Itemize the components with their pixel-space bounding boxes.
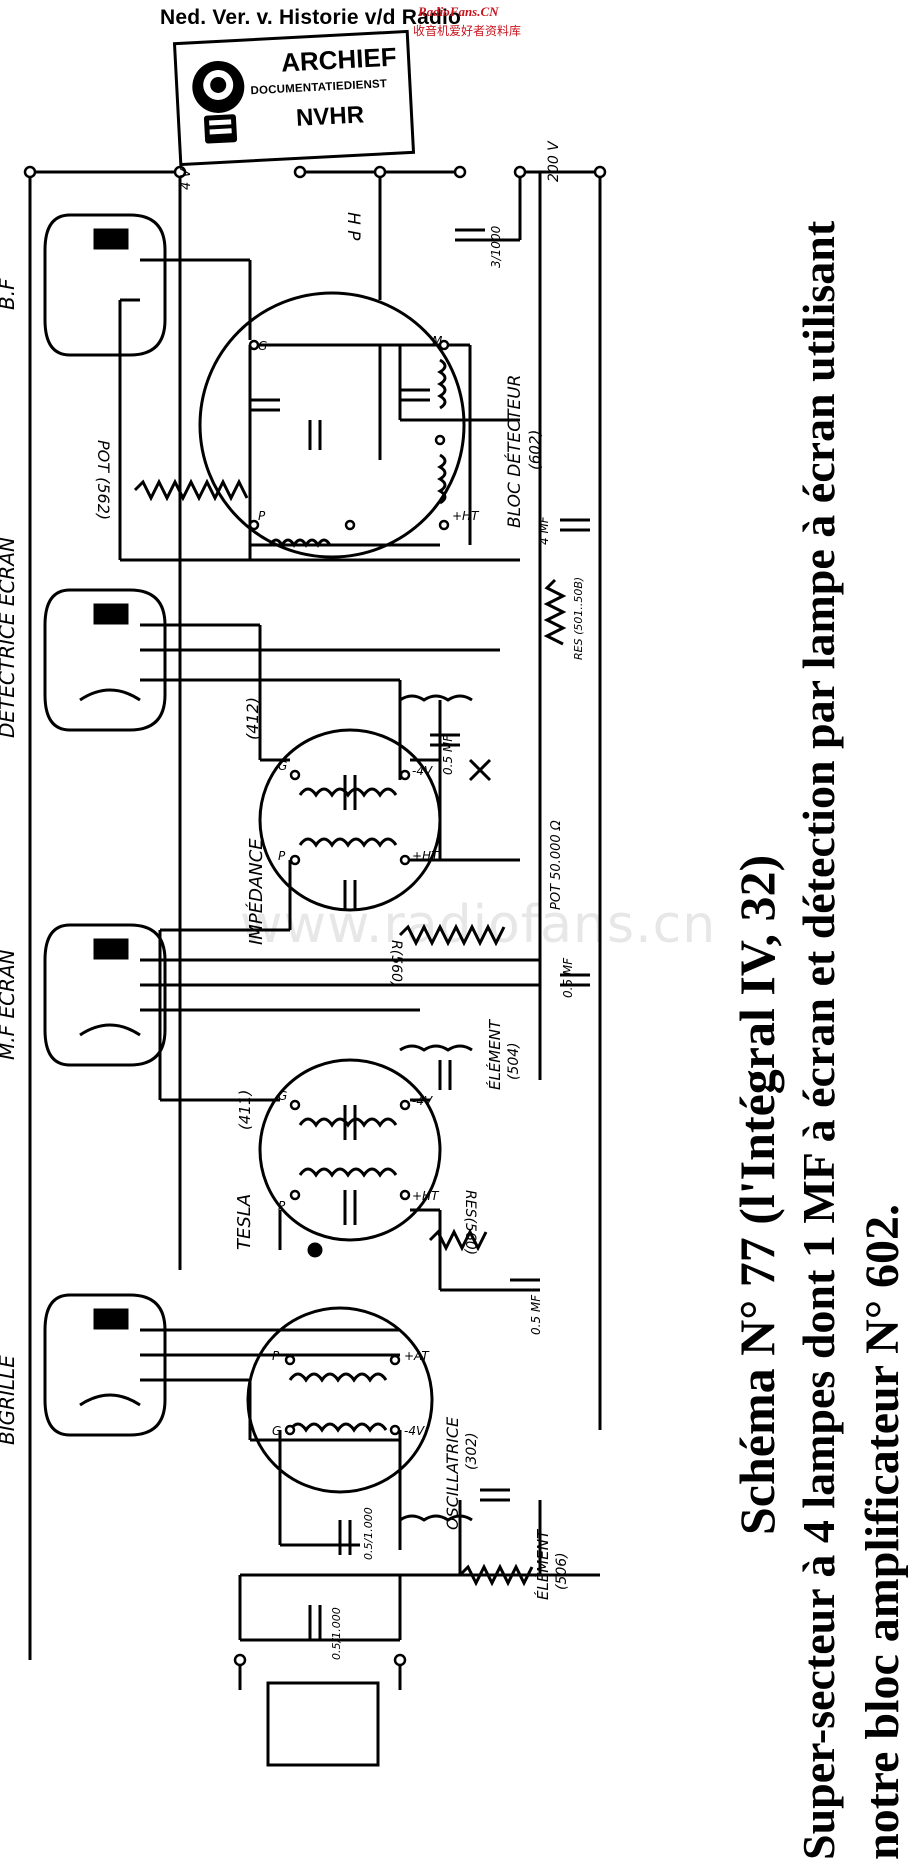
label-res-bias: RES (501..50B) [572,577,585,660]
pin-g-2: G [278,759,287,773]
pin-4v-3: -4V [412,1094,433,1108]
pin-4v-4: -4V [404,1424,425,1438]
pin-m-1: M [432,334,443,348]
vacuum-tubes [43,213,167,1437]
header-text: Ned. Ver. v. Historie v/d Radio [160,6,462,29]
label-pot-50000: POT 50.000 Ω [549,820,564,910]
caption-line1: Super-secteur à 4 lampes dont 1 MF à écr… [793,220,844,1860]
label-bigrille: BIGRILLE [0,1355,19,1445]
impedance-circle [258,728,442,912]
misc-symbols [307,758,492,1258]
label-tesla-num: (411) [236,1090,254,1130]
pin-g-1: G [258,339,267,353]
capacitors [250,228,590,1640]
label-bloc: BLOC DÉTECTEUR [503,375,525,528]
label-oscillatrice: OSCILLATRICE [443,1416,462,1530]
label-200v: 200 V [546,140,562,182]
label-res-560: R(560) [388,940,404,987]
label-mf: M.F ECRAN [0,949,19,1060]
label-element-506-num: (506) [554,1552,570,1590]
tube-bigrille [43,1293,167,1437]
caption-title: Schéma N° 77 (l'Intégral IV, 32) [729,854,785,1535]
label-element-506: ÉLÉMENT [533,1528,552,1600]
label-impedance: IMPÉDANCE [245,838,267,945]
pin-g-4: G [272,1424,281,1438]
label-cap-05-b: 0.5 MF [561,957,575,998]
label-tesla: TESLA [234,1194,255,1250]
pin-g-3: G [278,1089,287,1103]
label-cap-05-1000-b: 0.5/1.000 [330,1607,343,1660]
watermark-tagline: 收音机爱好者资料库 [413,24,522,38]
label-hp: H P [343,212,363,241]
label-cap-05-1000-a: 0.5/1.000 [362,1507,375,1560]
pin-ht-1: +HT [452,509,480,523]
coils [268,358,473,1522]
label-impedance-num: (412) [243,697,262,740]
terminals [23,165,607,1667]
label-cap-3-1000: 3/1000 [489,225,503,268]
label-element-504: ÉLÉMENT [485,1018,504,1090]
pin-at-4: +AT [404,1349,430,1363]
radio-tube-logo-icon [192,60,245,144]
pin-4v-2: -4V [412,764,433,778]
label-oscillatrice-num: (302) [464,1432,480,1470]
schematic-labels: B.F DÉTECTRICE ECRAN M.F ECRAN BIGRILLE … [0,140,585,1660]
label-cap-05-c: 0.5 MF [529,1294,543,1335]
archive-stamp: ARCHIEF DOCUMENTATIEDIENST NVHR [172,29,416,167]
tube-detectrice [43,588,167,732]
label-bloc-num: (602) [526,430,544,470]
label-cap-05-a: 0.5 MF [441,734,455,775]
label-det: DÉTECTRICE ECRAN [0,537,19,738]
tesla-circle [258,1058,442,1242]
label-pot-top: POT (562) [94,440,113,520]
tube-bf [43,213,167,357]
label-4mf: 4 MF [537,515,551,545]
resistors [133,478,567,1587]
pin-p-3: P [278,1199,286,1213]
pin-ht-2: +HT [412,849,440,863]
bloc-detecteur-circle [198,291,466,559]
oscillatrice-circle [246,1306,434,1494]
label-element-504-num: (504) [506,1042,522,1080]
watermark-brand: RadioFans.CN [418,4,499,19]
pin-p-4: P [272,1349,280,1363]
tube-mf [43,923,167,1067]
pin-p-2: P [278,849,286,863]
label-res-560b: RES(560) [462,1190,478,1255]
pin-ht-3: +HT [412,1189,440,1203]
component-blocks [198,291,466,1494]
pin-p-1: P [258,509,266,523]
caption-line2: notre bloc amplificateur N° 602. [856,1203,909,1860]
label-4v: 4 V [179,168,194,190]
label-bf: B.F [0,278,19,310]
